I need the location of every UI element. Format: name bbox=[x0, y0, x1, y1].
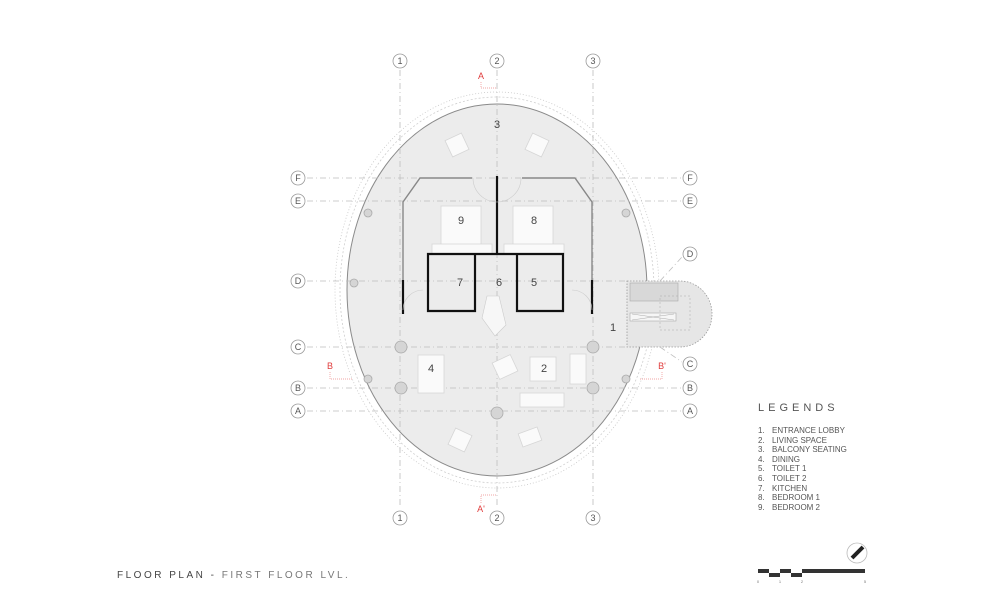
legend-label: BALCONY SEATING bbox=[772, 445, 847, 455]
room-label-7: 7 bbox=[457, 277, 463, 289]
legend-num: 8. bbox=[758, 493, 765, 503]
structural-columns bbox=[349, 208, 631, 420]
legend-num: 1. bbox=[758, 426, 765, 435]
legend-num: 9. bbox=[758, 502, 765, 512]
legend-num: 3. bbox=[758, 445, 765, 455]
grid-col-3-top: 3 bbox=[590, 56, 595, 66]
room-label-5: 5 bbox=[531, 277, 537, 289]
furniture bbox=[417, 132, 587, 453]
room-label-3: 3 bbox=[494, 119, 500, 131]
grid-bubbles-columns: 1 2 3 1 2 3 bbox=[392, 53, 601, 526]
legend-list: 1. ENTRANCE LOBBY 2. LIVING SPACE 3. BALCON… bbox=[758, 426, 847, 512]
section-markers: A A' B B' bbox=[327, 71, 666, 514]
scale-tick-2: 2 bbox=[801, 579, 804, 584]
legend-label: BEDROOM 1 bbox=[772, 493, 821, 503]
legend-item: 7. KITCHEN bbox=[758, 484, 847, 494]
legend-item: 6. TOILET 2 bbox=[758, 474, 847, 484]
legend-label: LIVING SPACE bbox=[772, 435, 827, 445]
grid-row-d-left: D bbox=[295, 276, 302, 286]
legend-item: 4. DINING bbox=[758, 455, 847, 465]
grid-row-c-right: C bbox=[687, 359, 694, 369]
grid-row-f-right: F bbox=[687, 173, 693, 183]
scale-tick-1: 1 bbox=[779, 579, 782, 584]
legend-item: 1. ENTRANCE LOBBY bbox=[758, 426, 847, 436]
grid-col-2-bottom: 2 bbox=[494, 513, 499, 523]
section-b-label: B bbox=[327, 361, 333, 371]
grid-col-1-bottom: 1 bbox=[397, 513, 402, 523]
legend-label: BEDROOM 2 bbox=[772, 502, 821, 512]
legend: LEGENDS 1. ENTRANCE LOBBY 2. LIVING SPACE … bbox=[758, 402, 847, 512]
grid-row-c-left: C bbox=[295, 342, 302, 352]
legend-item: 2. LIVING SPACE bbox=[758, 436, 847, 446]
legend-num: 7. bbox=[758, 483, 765, 493]
glazing-walls bbox=[402, 177, 593, 280]
drawing-title-main: FLOOR PLAN - bbox=[117, 570, 217, 581]
legend-label: TOILET 1 bbox=[772, 464, 807, 474]
legend-item: 8. BEDROOM 1 bbox=[758, 493, 847, 503]
room-label-4: 4 bbox=[428, 363, 434, 375]
grid-row-e-left: E bbox=[295, 196, 301, 206]
scale-bar: 0 1 2 5 bbox=[757, 569, 867, 584]
floor-plate bbox=[346, 103, 648, 477]
scale-tick-5: 5 bbox=[864, 579, 867, 584]
legend-label: ENTRANCE LOBBY bbox=[772, 426, 845, 435]
legend-item: 5. TOILET 1 bbox=[758, 464, 847, 474]
room-label-9: 9 bbox=[458, 215, 464, 227]
legend-heading: LEGENDS bbox=[758, 402, 839, 414]
section-a-label: A bbox=[478, 71, 484, 81]
entrance-lobby-structure bbox=[626, 280, 713, 348]
room-label-8: 8 bbox=[531, 215, 537, 227]
drawing-title-sub: FIRST FLOOR LVL. bbox=[221, 570, 351, 581]
grid-row-b-left: B bbox=[295, 383, 301, 393]
scale-tick-0: 0 bbox=[757, 579, 760, 584]
room-label-1: 1 bbox=[610, 322, 616, 334]
drawing-title: FLOOR PLAN - FIRST FLOOR LVL. bbox=[117, 570, 350, 581]
legend-item: 9. BEDROOM 2 bbox=[758, 503, 847, 513]
grid-row-d-right: D bbox=[687, 249, 694, 259]
room-label-6: 6 bbox=[496, 277, 502, 289]
grid-row-a-left: A bbox=[295, 406, 301, 416]
legend-label: DINING bbox=[772, 454, 800, 464]
room-label-2: 2 bbox=[541, 363, 547, 375]
grid-bubbles-rows: F E D C B A F E D C B A bbox=[290, 170, 698, 419]
grid-row-e-right: E bbox=[687, 196, 693, 206]
north-arrow-icon bbox=[846, 542, 868, 564]
grid-col-2-top: 2 bbox=[494, 56, 499, 66]
grid-col-3-bottom: 3 bbox=[590, 513, 595, 523]
grid-row-a-right: A bbox=[687, 406, 693, 416]
legend-label: KITCHEN bbox=[772, 483, 808, 493]
legend-item: 3. BALCONY SEATING bbox=[758, 445, 847, 455]
grid-row-b-right: B bbox=[687, 383, 693, 393]
legend-num: 2. bbox=[758, 435, 765, 445]
legend-num: 6. bbox=[758, 473, 765, 483]
legend-label: TOILET 2 bbox=[772, 473, 807, 483]
section-a-prime-label: A' bbox=[477, 504, 485, 514]
legend-num: 5. bbox=[758, 464, 765, 474]
door-swings bbox=[402, 177, 593, 311]
grid-row-f-left: F bbox=[295, 173, 301, 183]
legend-num: 4. bbox=[758, 454, 765, 464]
grid-col-1-top: 1 bbox=[397, 56, 402, 66]
section-b-prime-label: B' bbox=[658, 361, 666, 371]
